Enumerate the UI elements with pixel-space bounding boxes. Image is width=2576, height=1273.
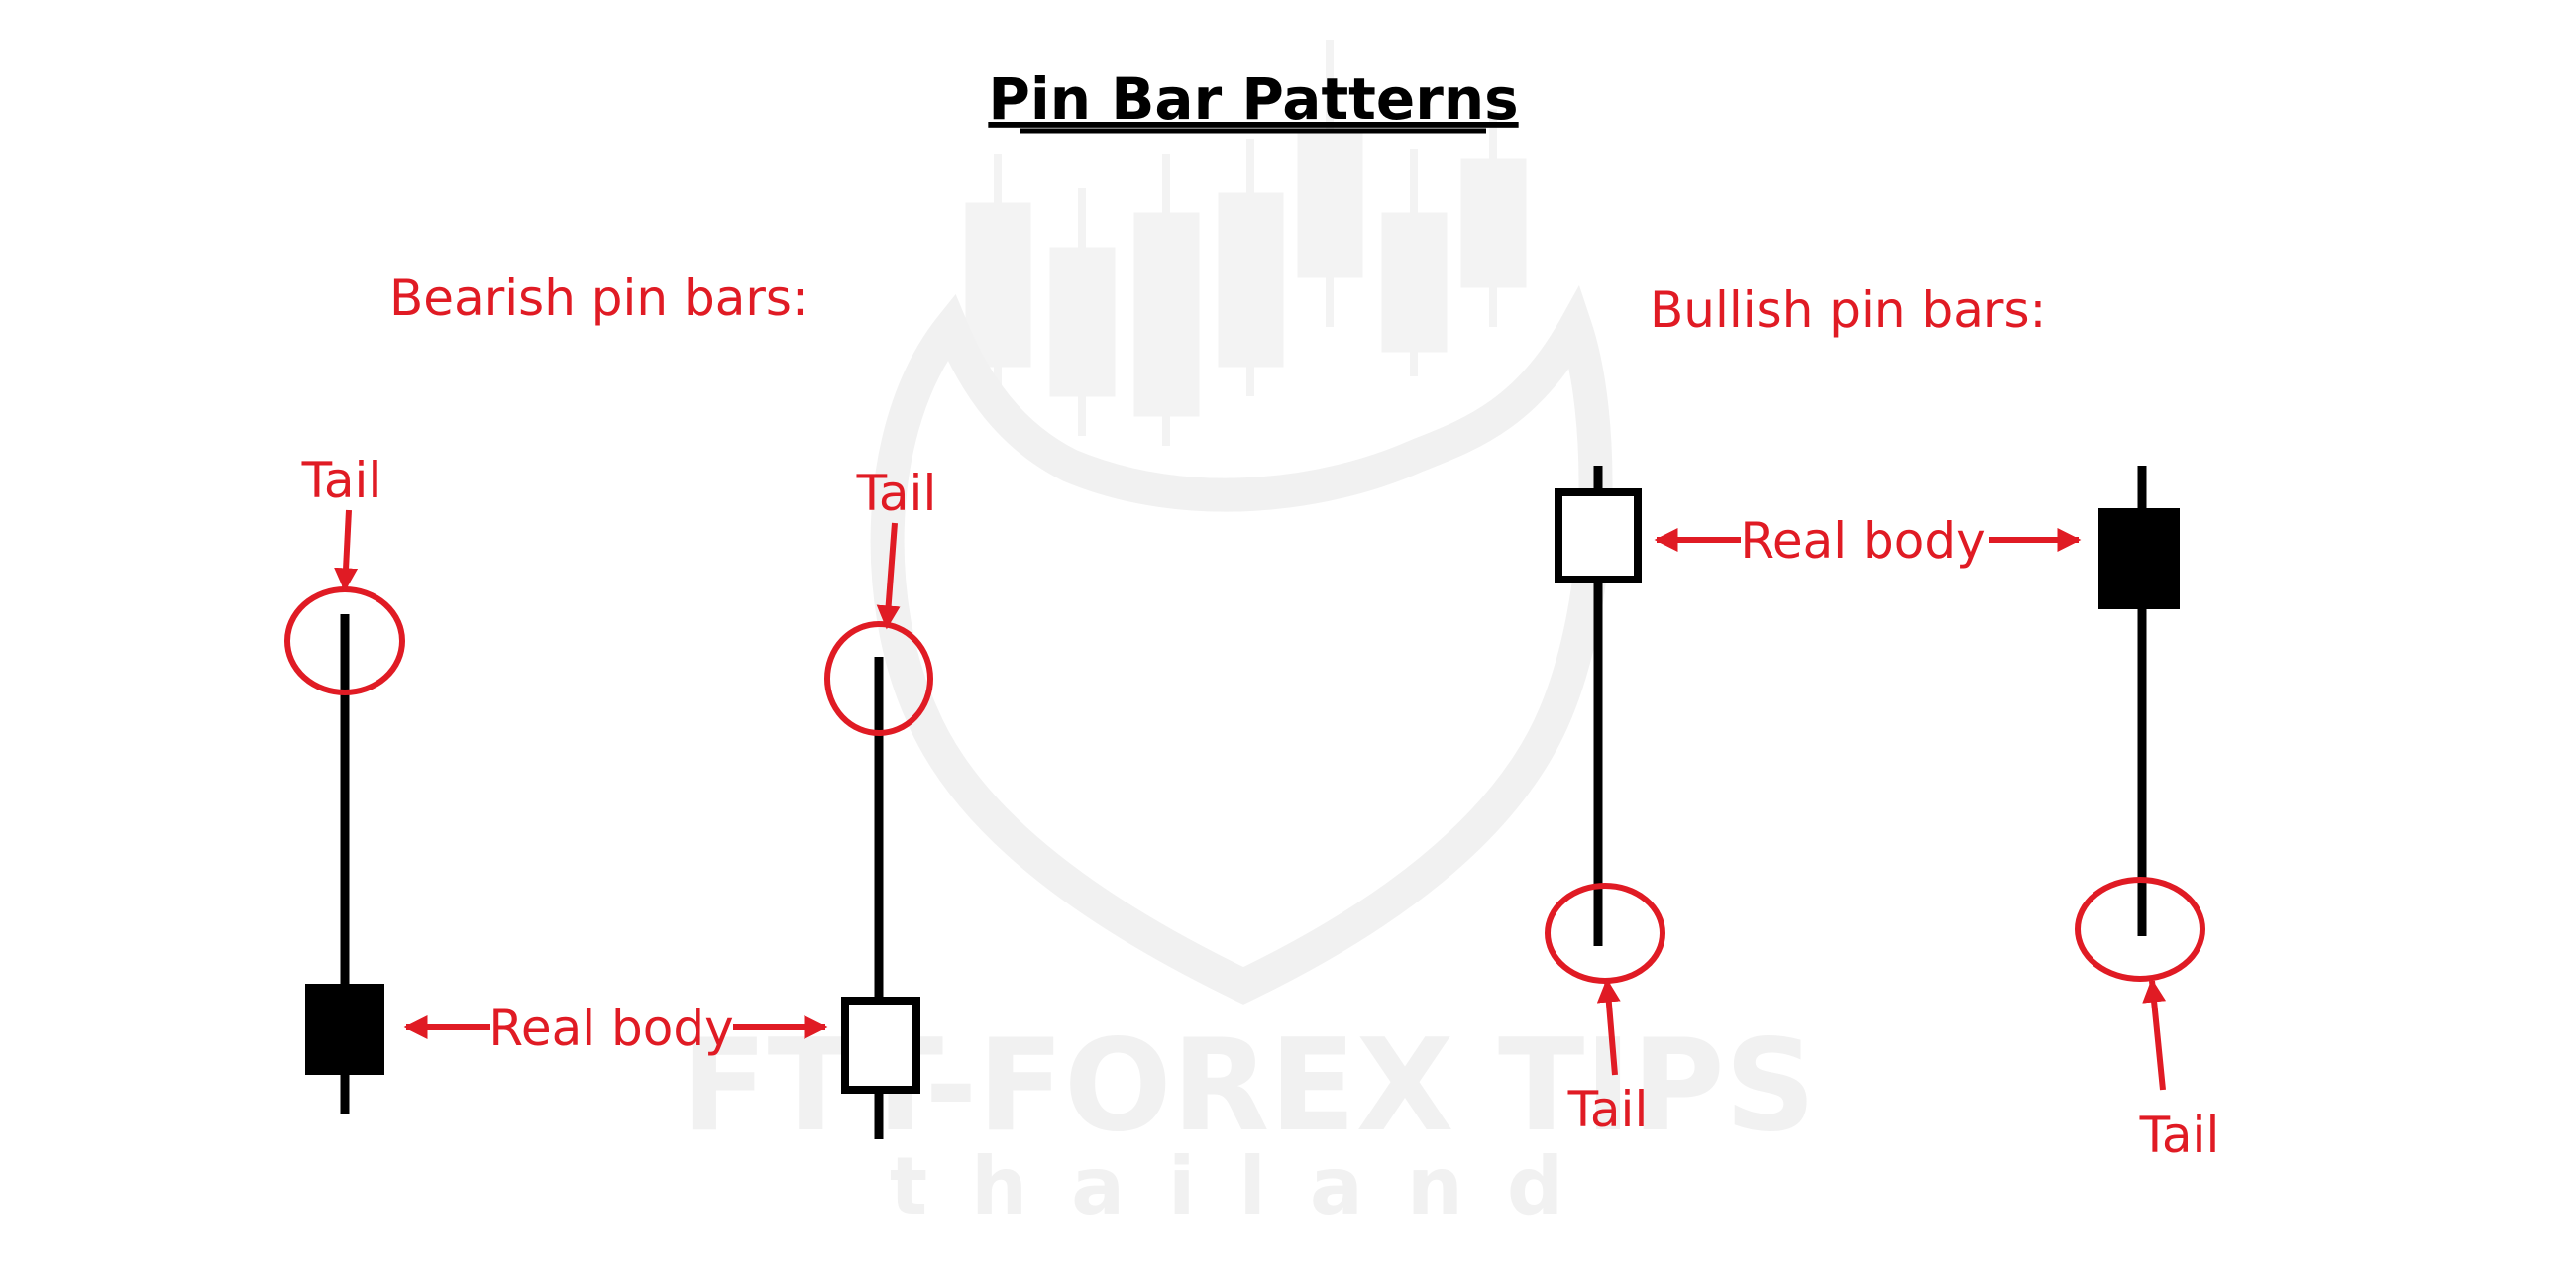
bearish-candle-1 <box>305 614 384 1114</box>
bearish-candle-1-body <box>305 984 384 1075</box>
bullish-candle-1-body <box>1555 488 1642 583</box>
bullish-tail-label-1: Tail <box>1567 1081 1649 1138</box>
bullish-candle-2-body <box>2098 508 2180 609</box>
watermark-candles <box>965 40 1527 446</box>
watermark-bull-shape <box>870 284 1613 1005</box>
bearish-candle-2-body <box>841 997 920 1094</box>
bullish-tail-label-2: Tail <box>2139 1107 2220 1164</box>
bullish-heading: Bullish pin bars: <box>1650 281 2046 339</box>
bearish-tail-label-1: Tail <box>301 452 382 509</box>
bullish-body-label: Real body <box>1740 512 1985 570</box>
page-title: Pin Bar Patterns <box>988 65 1518 133</box>
bearish-candle-2 <box>841 657 920 1139</box>
bearish-body-label: Real body <box>488 1000 733 1057</box>
bearish-heading: Bearish pin bars: <box>389 269 808 327</box>
bearish-tail-arrow-1 <box>334 509 359 592</box>
bearish-tail-arrow-2 <box>876 522 901 630</box>
bullish-tail-arrow-2 <box>2142 978 2167 1091</box>
bullish-tail-circle-2 <box>2075 877 2205 982</box>
bullish-candle-2 <box>2098 466 2180 936</box>
watermark-sub: thailand <box>890 1140 1607 1232</box>
bullish-candle-1 <box>1555 466 1642 946</box>
bullish-tail-circle-1 <box>1545 883 1665 984</box>
bearish-tail-label-2: Tail <box>856 465 937 522</box>
bullish-tail-arrow-1 <box>1596 978 1621 1076</box>
